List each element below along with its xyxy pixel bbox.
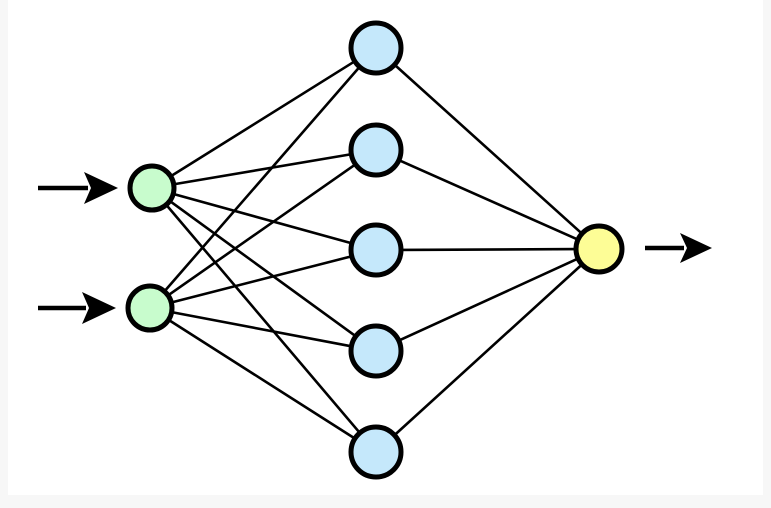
arrows-group	[38, 172, 712, 324]
connection-edge	[167, 58, 358, 179]
arrow-head	[680, 233, 712, 263]
edges-group	[161, 58, 585, 441]
connection-edge	[163, 201, 363, 436]
connection-edge	[397, 247, 580, 252]
connection-edge	[391, 62, 585, 237]
connection-edge	[391, 261, 585, 438]
nodes-group	[125, 20, 625, 480]
connection-edge	[165, 161, 359, 298]
output-arrow-icon	[645, 233, 712, 263]
arrow-head	[82, 292, 116, 324]
connection-edge	[166, 198, 359, 339]
node-input-1[interactable]	[127, 163, 177, 213]
node-input-2[interactable]	[125, 283, 175, 333]
connection-edge	[168, 254, 356, 305]
connection-edge	[165, 317, 358, 441]
connection-edge	[169, 192, 356, 246]
node-hidden-3[interactable]	[348, 222, 404, 278]
connection-edge	[395, 158, 582, 242]
node-hidden-5[interactable]	[348, 424, 404, 480]
connection-edge	[170, 152, 355, 186]
node-hidden-4[interactable]	[348, 323, 404, 379]
connection-edge	[168, 310, 355, 349]
input-arrow-top-icon	[38, 172, 118, 204]
arrow-head	[84, 172, 118, 204]
node-hidden-2[interactable]	[348, 122, 404, 178]
input-arrow-bottom-icon	[38, 292, 116, 324]
node-output-1[interactable]	[573, 223, 625, 275]
connection-edge	[395, 256, 582, 343]
connection-edge	[161, 64, 363, 295]
node-hidden-1[interactable]	[348, 20, 404, 76]
